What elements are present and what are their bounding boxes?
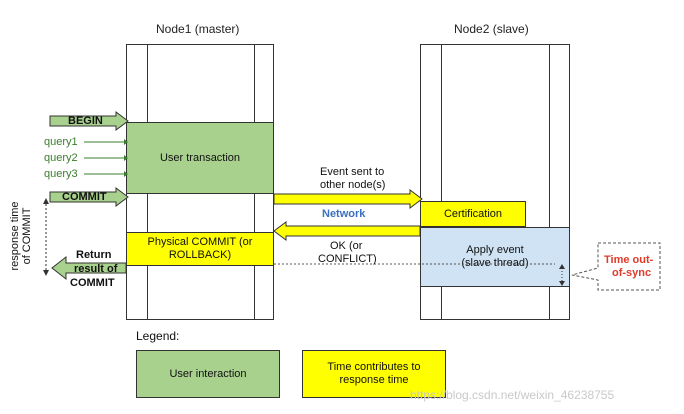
- legend-user-interaction: User interaction: [136, 350, 280, 398]
- response-time-line2: of COMMIT: [21, 207, 33, 265]
- legend-time-contributes-line1: Time contributes to: [327, 361, 421, 373]
- begin-label: BEGIN: [68, 115, 103, 127]
- return-result-line2: result of: [74, 263, 118, 275]
- out-of-sync-callout: [571, 242, 661, 291]
- ok-conflict-line1: OK (or: [330, 240, 363, 252]
- return-result-line3: COMMIT: [70, 277, 115, 289]
- commit-label: COMMIT: [62, 191, 107, 203]
- response-time-label: response time of COMMIT: [9, 191, 33, 281]
- certification-label: Certification: [443, 207, 503, 220]
- legend-user-interaction-label: User interaction: [169, 367, 247, 380]
- out-of-sync-line2: of-sync: [612, 267, 652, 279]
- ok-conflict-line2: CONFLICT): [318, 253, 377, 265]
- slave-node-title: Node2 (slave): [454, 22, 529, 36]
- master-node-title: Node1 (master): [156, 22, 240, 36]
- query1-label: query1: [44, 136, 78, 148]
- physical-commit-box: Physical COMMIT (or ROLLBACK): [126, 232, 274, 266]
- user-transaction-label: User transaction: [159, 151, 241, 164]
- physical-commit-line2: ROLLBACK): [168, 249, 232, 261]
- response-time-line1: response time: [9, 201, 21, 271]
- legend-time-contributes-line2: response time: [339, 374, 409, 386]
- apply-event-line2: (slave thread): [461, 257, 529, 269]
- query2-label: query2: [44, 152, 78, 164]
- event-sent-line2: other node(s): [320, 179, 386, 191]
- out-of-sync-line1: Time out-: [604, 254, 654, 266]
- apply-event-box: Apply event (slave thread): [420, 227, 570, 287]
- apply-event-line1: Apply event: [466, 244, 524, 256]
- certification-box: Certification: [420, 201, 526, 227]
- watermark-text: https://blog.csdn.net/weixin_46238755: [410, 388, 615, 402]
- return-result-line1: Return: [76, 249, 112, 261]
- event-sent-line1: Event sent to: [320, 166, 385, 178]
- begin-arrow: [49, 111, 129, 131]
- return-result-arrow: [51, 255, 127, 281]
- commit-arrow: [49, 187, 129, 207]
- legend-time-contributes: Time contributes to response time: [302, 350, 446, 398]
- query3-label: query3: [44, 168, 78, 180]
- legend-title: Legend:: [136, 329, 180, 343]
- event-sent-arrow: [273, 189, 423, 209]
- ok-conflict-arrow: [273, 221, 421, 241]
- physical-commit-line1: Physical COMMIT (or: [147, 236, 253, 248]
- network-label: Network: [322, 208, 366, 220]
